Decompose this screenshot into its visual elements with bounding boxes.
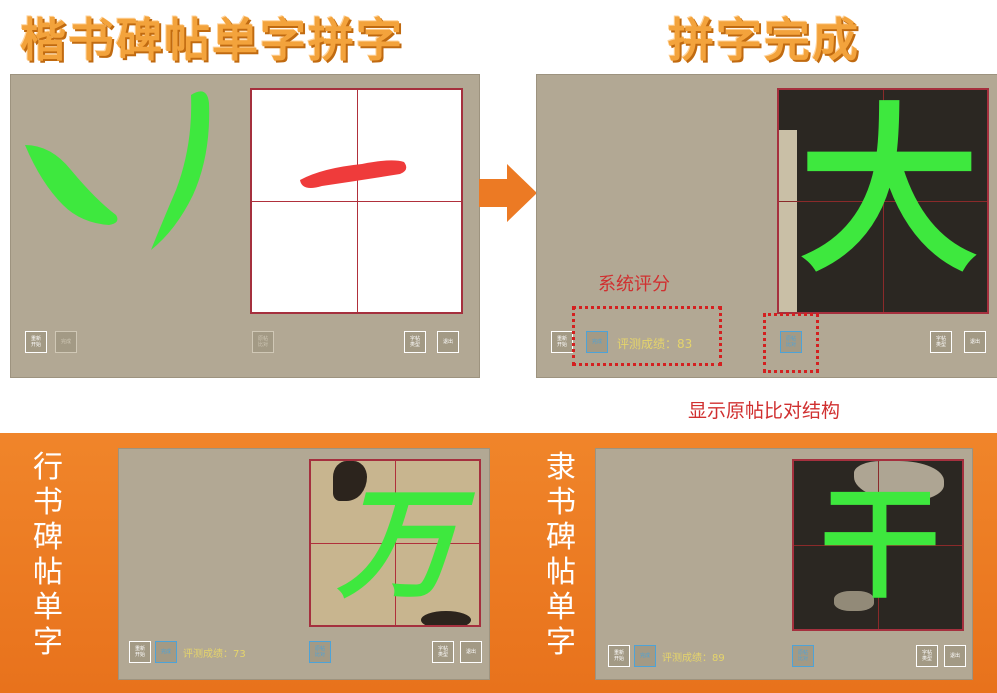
green-curve-stroke[interactable] <box>151 91 210 250</box>
score-label: 评测成绩：89 <box>662 653 725 664</box>
exit-button[interactable]: 退出 <box>460 641 482 663</box>
complete-button[interactable]: 完成 <box>55 331 77 353</box>
xingshu-character: 万 <box>337 476 457 615</box>
writing-grid <box>250 88 463 314</box>
title-kaishu-assembly: 楷书碑帖单字拼字 <box>20 13 404 67</box>
annotation-compare-structure: 显示原帖比对结构 <box>688 400 841 422</box>
title-lishu: 隶 书 碑 帖 单 字 <box>546 450 576 660</box>
refresh-button[interactable]: 重新 开始 <box>551 331 573 353</box>
complete-button[interactable]: 完成 <box>586 331 608 353</box>
result-panel: 大 重新 开始 完成 评测成绩：83 原帖 比对 字帖 类型 退出 <box>536 74 997 378</box>
original-compare-button[interactable]: 原帖 比对 <box>780 331 802 353</box>
change-type-button[interactable]: 字帖 类型 <box>404 331 426 353</box>
rubbing-grid: 大 <box>777 88 989 314</box>
xingshu-panel: 万 重新 开始 完成 评测成绩：73 原帖 比对 字帖 类型 退出 <box>118 448 490 680</box>
refresh-button[interactable]: 重新 开始 <box>129 641 151 663</box>
score-highlight-box <box>572 306 722 366</box>
exit-button[interactable]: 退出 <box>964 331 986 353</box>
change-type-button[interactable]: 字帖 类型 <box>916 645 938 667</box>
exit-button[interactable]: 退出 <box>437 331 459 353</box>
lishu-character: 干 <box>820 476 940 615</box>
lishu-grid: 干 <box>792 459 964 631</box>
green-dot-stroke[interactable] <box>25 145 118 225</box>
score-label: 评测成绩：83 <box>617 337 693 351</box>
xingshu-grid: 万 <box>309 459 481 627</box>
annotation-system-score: 系统评分 <box>598 274 670 295</box>
complete-button[interactable]: 完成 <box>155 641 177 663</box>
complete-button[interactable]: 完成 <box>634 645 656 667</box>
lishu-panel: 干 重新 开始 完成 评测成绩：89 原帖 比对 字帖 类型 退出 <box>595 448 973 680</box>
stroke-pieces <box>25 91 210 250</box>
red-horizontal-stroke[interactable] <box>252 90 463 314</box>
compare-highlight-box <box>763 313 819 373</box>
refresh-button[interactable]: 重新 开始 <box>25 331 47 353</box>
arrow-right-icon <box>479 164 537 222</box>
score-label: 评测成绩：73 <box>183 649 246 660</box>
change-type-button[interactable]: 字帖 类型 <box>930 331 952 353</box>
change-type-button[interactable]: 字帖 类型 <box>432 641 454 663</box>
original-compare-button[interactable]: 原帖 比对 <box>792 645 814 667</box>
original-compare-button[interactable]: 原帖 比对 <box>252 331 274 353</box>
refresh-button[interactable]: 重新 开始 <box>608 645 630 667</box>
original-compare-button[interactable]: 原帖 比对 <box>309 641 331 663</box>
exit-button[interactable]: 退出 <box>944 645 966 667</box>
title-assembly-complete: 拼字完成 <box>668 13 860 67</box>
assembly-panel: 重新 开始 完成 原帖 比对 字帖 类型 退出 <box>10 74 480 378</box>
title-xingshu: 行 书 碑 帖 单 字 <box>33 450 63 660</box>
assembled-character: 大 <box>798 88 979 297</box>
